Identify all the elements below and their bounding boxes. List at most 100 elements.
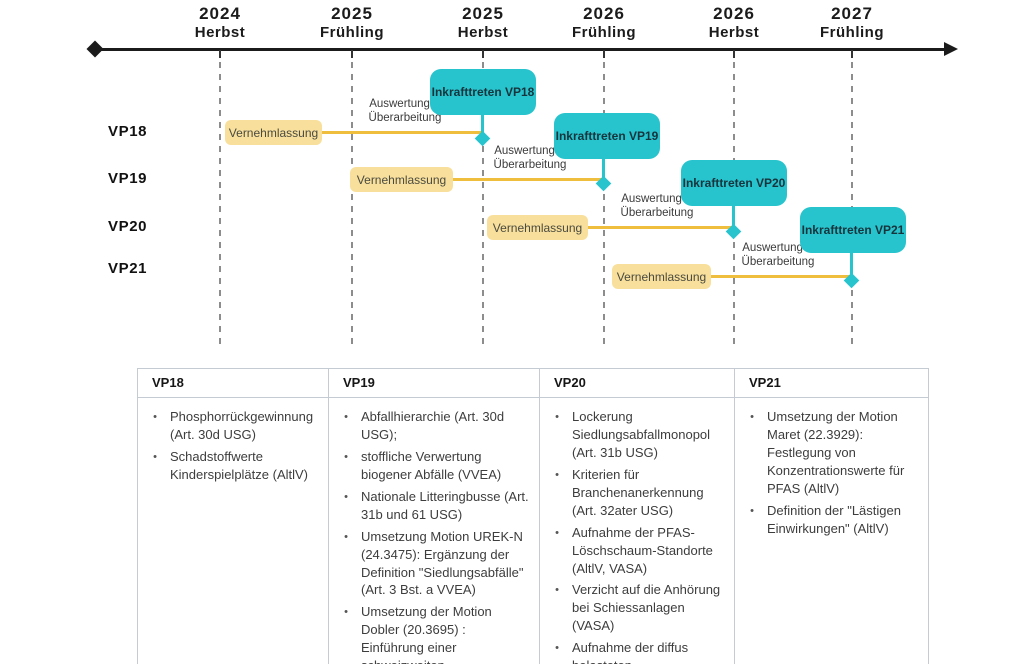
vp18-connector-line [318,131,483,134]
bullet-icon: • [344,530,348,543]
list-item-text: Definition der "Lästigen Einwirkungen" (… [767,502,901,536]
bullet-icon: • [555,411,559,423]
axis-label-2026-fruehling: 2026 Frühling [534,4,674,42]
axis-label-2025-fruehling: 2025 Frühling [282,4,422,42]
axis-label-2027-fruehling: 2027 Frühling [782,4,922,42]
list-item-text: Umsetzung der Motion Dobler (20.3695) : … [361,604,492,664]
gridline-2025-fruehling [351,62,353,344]
axis-label-2024-herbst: 2024 Herbst [150,4,290,42]
axis-year: 2026 [583,4,625,23]
axis-year: 2024 [199,4,241,23]
list-item: • Schadstoffwerte Kinderspielplätze (Altl… [150,448,320,484]
vp19-milestone-stem [602,158,605,182]
list-item: • Umsetzung der Motion Dobler (20.3695) :… [341,603,531,664]
table-cell-vp21: • Umsetzung der Motion Maret (22.3929): F… [735,398,929,664]
list-item: • Aufnahme der diffus belasteten Kindersp… [552,639,726,664]
row-label-vp21: VP21 [108,260,148,277]
list-item: • Lockerung Siedlungsabfallmonopol (Art. … [552,408,726,462]
axis-season: Herbst [457,23,509,41]
axis-year: 2025 [462,4,504,23]
axis-year: 2026 [713,4,755,23]
list-item: • Abfallhierarchie (Art. 30d USG); [341,408,531,444]
vp20-inkrafttreten-box: Inkrafttreten VP20 [681,160,787,206]
list-item-text: Abfallhierarchie (Art. 30d USG); [361,409,505,442]
list-item-text: stoffliche Verwertung biogener Abfälle (… [361,448,502,482]
bullet-icon: • [555,468,559,481]
axis-tick [482,50,484,58]
list-item: • Aufnahme der PFAS-Löschschaum-Standorte… [552,524,726,578]
vp18-auswertung-label: Auswertung & Überarbeitung [368,98,442,124]
vp20-auswertung-label: Auswertung & Überarbeitung [620,193,694,219]
list-item-text: Aufnahme der diffus belasteten Kinderspi… [572,640,689,664]
axis-tick [733,50,735,58]
bullet-icon: • [153,450,157,463]
gridline-2026-fruehling [603,62,605,344]
vp19-connector-line [448,178,604,181]
axis-year: 2025 [331,4,373,23]
row-label-vp18: VP18 [108,123,148,140]
table-header-vp20: VP20 [540,369,735,398]
vp20-milestone-stem [732,206,735,230]
vp21-milestone-stem [850,253,853,279]
table-header-vp21: VP21 [735,369,929,398]
vp20-connector-line [584,226,734,229]
vp18-inkrafttreten-box: Inkrafttreten VP18 [430,69,536,115]
vp21-connector-line [707,275,852,278]
list-item-text: Umsetzung der Motion Maret (22.3929): Fe… [767,409,905,496]
table-cell-vp19: • Abfallhierarchie (Art. 30d USG); • stoff… [329,398,540,664]
list-item: •Phosphorrückgewinnung (Art. 30d USG) [150,408,320,444]
list-item: •Kriterien für Branchenanerkennung (Art.… [552,466,726,520]
axis-season: Herbst [194,23,246,41]
vp18-vernehmlassung-box: Vernehmlassung [225,120,322,145]
vp19-inkrafttreten-box: Inkrafttreten VP19 [554,113,660,159]
axis-tick [851,50,853,58]
bullet-icon: • [344,606,348,619]
bullet-icon: • [555,642,559,655]
axis-year: 2027 [831,4,873,23]
axis-tick [603,50,605,58]
gridline-2025-herbst [482,62,484,344]
list-item: • Nationale Litteringbusse (Art. 31b und … [341,488,531,524]
bullet-icon: • [344,450,348,463]
axis-arrow-icon [944,42,958,56]
bullet-icon: • [750,411,754,423]
axis-label-2026-herbst: 2026 Herbst [664,4,804,42]
bullet-icon: • [555,584,559,597]
axis-season: Frühling [820,23,884,41]
vp18-milestone-stem [481,113,484,137]
row-label-vp19: VP19 [108,170,148,187]
vp21-inkrafttreten-box: Inkrafttreten VP21 [800,207,906,253]
axis-line [95,48,948,51]
list-item-text: Schadstoffwerte Kinderspielplätze (AltlV… [170,448,309,482]
table-cell-vp20: • Lockerung Siedlungsabfallmonopol (Art. … [540,398,735,664]
bullet-icon: • [344,490,348,503]
bullet-icon: • [344,411,348,423]
list-item-text: Lockerung Siedlungsabfallmonopol (Art. 3… [572,409,711,460]
list-item: • Umsetzung Motion UREK-N (24.3475): Ergä… [341,528,531,600]
vp20-vernehmlassung-box: Vernehmlassung [487,215,588,240]
table-cell-vp18: •Phosphorrückgewinnung (Art. 30d USG) • S… [137,398,329,664]
list-item: • stoffliche Verwertung biogener Abfälle … [341,448,531,484]
list-item-text: Umsetzung Motion UREK-N (24.3475): Ergän… [361,528,524,598]
details-table: VP18 VP19 VP20 VP21 •Phosphorrückgewinnu… [137,368,929,664]
vp21-auswertung-label: Auswertung & Überarbeitung [741,242,815,268]
bullet-icon: • [750,504,754,517]
gridline-2024-herbst [219,62,221,344]
table-header-vp18: VP18 [137,369,329,398]
axis-season: Frühling [572,23,636,41]
axis-season: Herbst [708,23,760,41]
axis-tick [219,50,221,58]
axis-season: Frühling [320,23,384,41]
bullet-icon: • [555,526,559,539]
list-item: • Definition der "Lästigen Einwirkungen" … [747,502,920,538]
table-header-vp19: VP19 [329,369,540,398]
list-item-text: Nationale Litteringbusse (Art. 31b und 6… [361,488,529,522]
row-label-vp20: VP20 [108,218,148,235]
vp19-vernehmlassung-box: Vernehmlassung [350,167,453,192]
list-item: • Umsetzung der Motion Maret (22.3929): F… [747,408,920,498]
list-item-text: Aufnahme der PFAS-Löschschaum-Standorte … [572,524,713,576]
list-item: •Verzicht auf die Anhörung bei Schiessan… [552,581,726,635]
vp21-vernehmlassung-box: Vernehmlassung [612,264,711,289]
axis-tick [351,50,353,58]
